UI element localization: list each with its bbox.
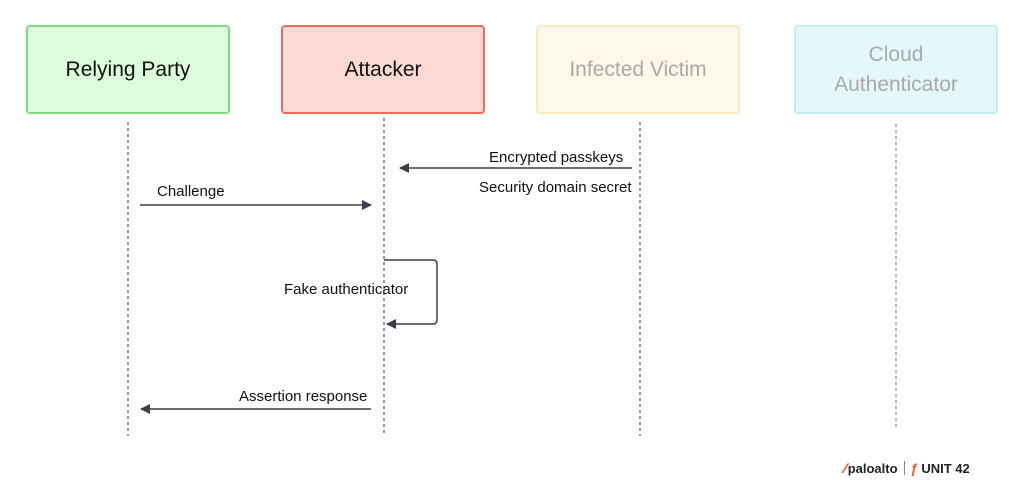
label-assertion-response: Assertion response (239, 388, 368, 405)
label-encrypted-passkeys: Encrypted passkeys (489, 149, 624, 166)
unit42-wordmark: UNIT 42 (921, 460, 970, 476)
label-challenge: Challenge (157, 183, 225, 200)
actor-relying-party: Relying Party (26, 25, 230, 114)
unit42-logo-icon: ƒ (910, 460, 919, 476)
actor-cloud-authenticator: Cloud Authenticator (794, 25, 998, 114)
branding-logo: ∕∕ paloalto ƒ UNIT 42 (844, 458, 970, 478)
arrow-fake-authenticator-loop (384, 259, 438, 329)
actor-infected-victim: Infected Victim (536, 25, 740, 114)
paloalto-wordmark: paloalto (847, 460, 898, 476)
paloalto-logo-icon: ∕∕ (844, 460, 846, 476)
label-security-domain-secret: Security domain secret (479, 179, 632, 196)
label-fake-authenticator: Fake authenticator (284, 281, 409, 298)
logo-divider (903, 461, 905, 475)
actor-attacker: Attacker (281, 25, 485, 114)
